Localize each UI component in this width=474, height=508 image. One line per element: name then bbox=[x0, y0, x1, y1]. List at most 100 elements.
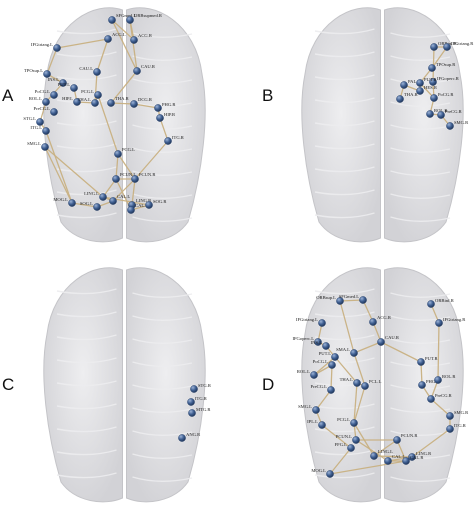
sulcus bbox=[132, 338, 193, 344]
roi-node bbox=[104, 35, 112, 43]
sulcus bbox=[56, 472, 117, 479]
roi-label: DCG.R bbox=[138, 97, 153, 102]
roi-label: LING.L bbox=[378, 449, 393, 454]
sulcus bbox=[390, 193, 451, 199]
connection-edge bbox=[329, 447, 352, 475]
roi-node bbox=[190, 385, 198, 393]
roi-node bbox=[59, 79, 67, 87]
roi-node bbox=[418, 381, 426, 389]
connection-edge bbox=[330, 364, 333, 391]
right-hemisphere bbox=[384, 7, 464, 243]
roi-label: ROL.R bbox=[442, 374, 456, 379]
roi-label: ITG.L bbox=[30, 125, 42, 130]
roi-node bbox=[314, 338, 322, 346]
roi-node bbox=[430, 43, 438, 51]
edge-group bbox=[39, 19, 169, 211]
sulcus bbox=[56, 288, 117, 295]
roi-label: SFGmed.L bbox=[339, 294, 359, 299]
connection-edge bbox=[334, 356, 358, 384]
sulcus bbox=[56, 380, 117, 387]
roi-label: ACG.R bbox=[377, 315, 392, 320]
sulcus bbox=[56, 166, 117, 173]
sulcus bbox=[314, 288, 375, 295]
connection-edge bbox=[353, 385, 366, 424]
sulcus bbox=[56, 212, 117, 219]
roi-node bbox=[352, 436, 360, 444]
sulcus bbox=[390, 476, 451, 482]
connection-edge bbox=[321, 424, 352, 449]
roi-node bbox=[91, 99, 99, 107]
sulcus bbox=[390, 384, 451, 390]
roi-node bbox=[402, 457, 410, 465]
sulcus bbox=[56, 51, 117, 58]
sulcus bbox=[314, 311, 375, 318]
roi-node bbox=[446, 425, 454, 433]
sulcus bbox=[132, 55, 193, 61]
sulcus bbox=[56, 28, 117, 35]
roi-node bbox=[53, 44, 61, 52]
roi-node bbox=[430, 94, 438, 102]
roi-node bbox=[318, 421, 326, 429]
connection-edge bbox=[133, 103, 159, 109]
roi-label: CAU.R bbox=[141, 64, 156, 69]
roi-label: PoCG.L bbox=[313, 359, 328, 364]
sulcus bbox=[390, 170, 451, 176]
roi-node bbox=[396, 95, 404, 103]
sulcus bbox=[132, 315, 193, 321]
connection-edge bbox=[362, 299, 374, 323]
connection-edge bbox=[411, 428, 451, 458]
roi-label: ORBsupmed.R bbox=[134, 13, 163, 18]
roi-label: IPL.L bbox=[307, 419, 318, 424]
sulcus bbox=[56, 357, 117, 364]
sulcus bbox=[390, 315, 451, 321]
sulcus bbox=[132, 430, 193, 436]
roi-label: ORBsup.L bbox=[316, 295, 336, 300]
panel-letter: B bbox=[262, 86, 273, 105]
connection-edge bbox=[159, 117, 169, 142]
roi-node bbox=[178, 434, 186, 442]
sulcus bbox=[132, 216, 193, 222]
connection-edge bbox=[380, 341, 422, 363]
sulcus bbox=[132, 32, 193, 38]
sulcus bbox=[390, 407, 451, 413]
connection-edge bbox=[117, 153, 136, 180]
connection-edge bbox=[56, 38, 109, 49]
roi-node bbox=[416, 87, 424, 95]
roi-node bbox=[326, 470, 334, 478]
roi-node bbox=[428, 64, 436, 72]
roi-label: PUT.R bbox=[425, 356, 438, 361]
roi-label: ACG.L bbox=[112, 32, 126, 37]
roi-label: CAL.R bbox=[135, 203, 149, 208]
roi-node bbox=[393, 436, 401, 444]
roi-label: PreCG.R bbox=[445, 109, 463, 114]
roi-node bbox=[94, 91, 102, 99]
roi-label: CAL.L bbox=[117, 194, 130, 199]
roi-node bbox=[154, 104, 162, 112]
panel-b: BORBinf.RIFGtriang.RTPOsup.RIFGoperc.RPA… bbox=[262, 7, 474, 243]
roi-node bbox=[408, 453, 416, 461]
roi-label: SMA.L bbox=[336, 347, 350, 352]
roi-node bbox=[130, 100, 138, 108]
sulcus bbox=[390, 32, 451, 38]
connection-edge bbox=[110, 102, 135, 105]
connection-edge bbox=[432, 46, 435, 83]
sulcus bbox=[132, 453, 193, 459]
sulcus bbox=[132, 78, 193, 84]
left-hemisphere bbox=[43, 267, 123, 503]
sulcus bbox=[390, 101, 451, 107]
roi-node bbox=[318, 319, 326, 327]
sulcus bbox=[56, 311, 117, 318]
roi-node bbox=[42, 98, 50, 106]
connection-edge bbox=[315, 389, 332, 411]
roi-label: SMG.L bbox=[27, 141, 41, 146]
roi-label: MOG.L bbox=[53, 197, 68, 202]
roi-node bbox=[93, 203, 101, 211]
sulcus bbox=[390, 338, 451, 344]
connection-edge bbox=[46, 47, 58, 75]
sulcus bbox=[56, 189, 117, 196]
roi-label: INS.L bbox=[48, 77, 60, 82]
sulcus bbox=[56, 426, 117, 433]
